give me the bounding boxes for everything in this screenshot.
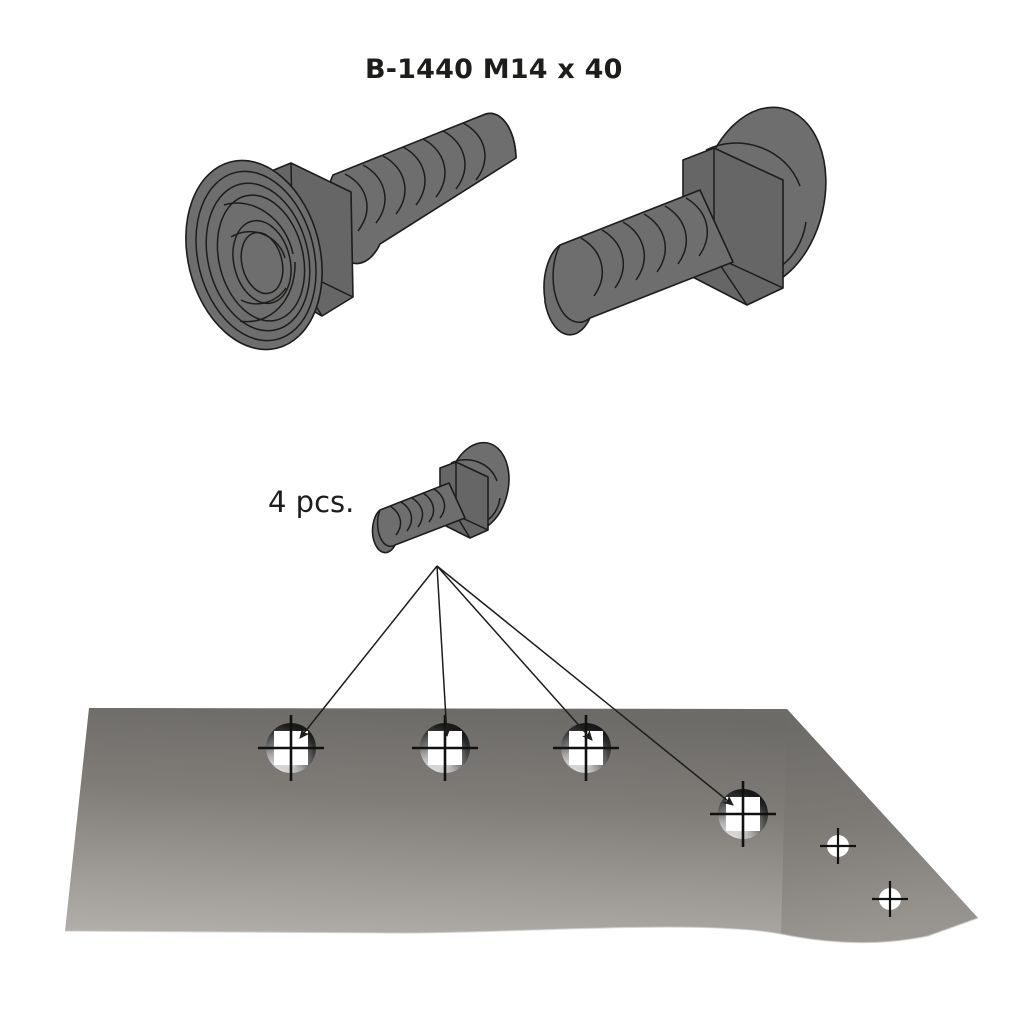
callout-bolt-shank <box>371 482 466 554</box>
plow-bolt-rear-view <box>543 106 827 336</box>
plow-share-blade <box>64 708 979 944</box>
mounting-holes-plain <box>820 828 908 917</box>
bolt1-shank <box>325 112 517 265</box>
mounting-hole-3 <box>553 715 619 781</box>
blade-right-wing <box>781 709 978 943</box>
plow-bolt-callout <box>371 441 510 554</box>
bolt2-shank <box>543 189 734 336</box>
plow-bolt-front-view <box>185 112 517 351</box>
leader-line-1 <box>299 565 438 739</box>
mounting-hole-2 <box>412 715 478 781</box>
blade-bottom-edge <box>64 917 979 944</box>
plain-hole-2 <box>872 881 908 917</box>
quantity-label: 4 pcs. <box>268 485 354 519</box>
leader-lines <box>299 565 734 806</box>
mounting-hole-4 <box>710 781 776 847</box>
bolt1-countersunk-head <box>185 159 323 351</box>
plain-hole-1 <box>820 828 856 864</box>
leader-line-3 <box>436 565 593 741</box>
page-title: B-1440 M14 x 40 <box>365 54 623 85</box>
leader-line-2 <box>436 565 452 737</box>
leader-line-4 <box>436 565 734 806</box>
